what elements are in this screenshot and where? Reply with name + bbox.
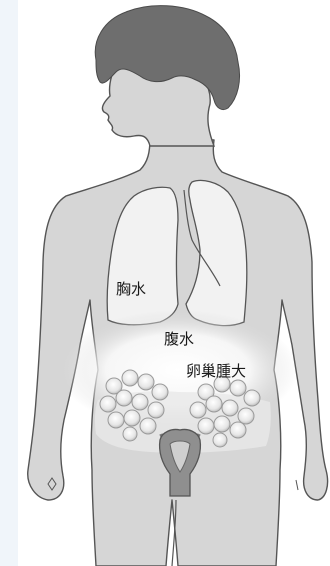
ovary-cyst [122, 370, 138, 386]
ovary-cyst [132, 394, 148, 410]
ovary-cyst [222, 400, 238, 416]
ovary-cyst [116, 390, 132, 406]
label-ascites: 腹水 [164, 330, 194, 348]
ovary-cyst [198, 418, 214, 434]
ovary-cyst [124, 410, 140, 426]
ovary-cyst [108, 412, 124, 428]
ovary-cyst [100, 396, 116, 412]
ovary-cyst [238, 408, 254, 424]
ovary-cyst [206, 396, 222, 412]
ovary-cyst [140, 418, 156, 434]
ovary-cyst [152, 384, 168, 400]
ovary-cyst [148, 402, 164, 418]
ovary-cyst [214, 416, 230, 432]
ovary-cyst [244, 390, 260, 406]
ovary-cyst [190, 402, 206, 418]
label-pleural-effusion: 胸水 [116, 280, 146, 298]
ovary-cyst [230, 380, 246, 396]
ovary-cyst [230, 422, 246, 438]
ovary-cyst [123, 427, 137, 441]
ovary-cyst [138, 374, 154, 390]
ovary-cyst [213, 433, 227, 447]
label-enlarged-ovaries: 卵巢腫大 [186, 362, 246, 380]
